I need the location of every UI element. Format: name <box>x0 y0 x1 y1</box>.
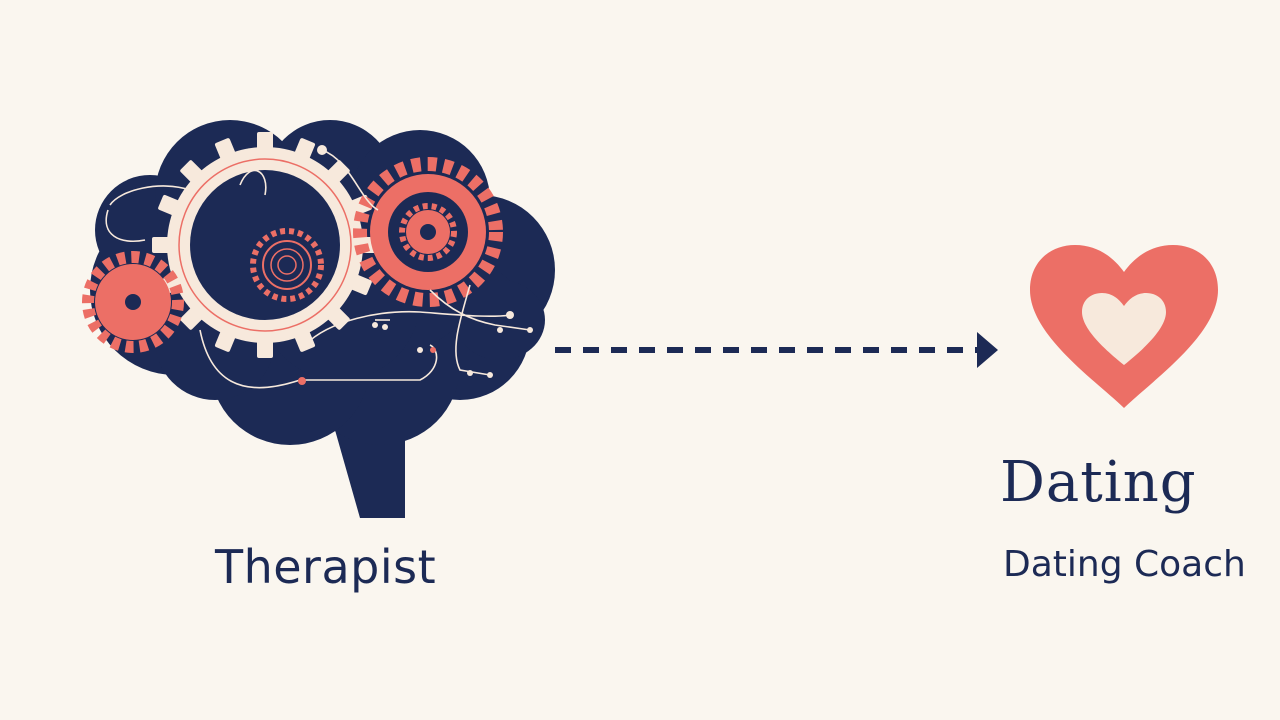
dating-title: Dating <box>1000 450 1197 515</box>
top-right-coral-gear-icon <box>353 157 503 307</box>
dating-coach-label: Dating Coach <box>1003 544 1246 585</box>
dashed-arrow-icon <box>555 332 998 368</box>
therapist-label: Therapist <box>215 540 437 594</box>
circuit-wires-icon <box>105 149 531 389</box>
left-coral-gear-icon <box>82 251 184 353</box>
brain-icon <box>82 120 555 518</box>
inner-coral-gear-icon <box>250 228 324 302</box>
heart-icon <box>1030 245 1218 408</box>
circuit-nodes-icon <box>300 145 533 378</box>
